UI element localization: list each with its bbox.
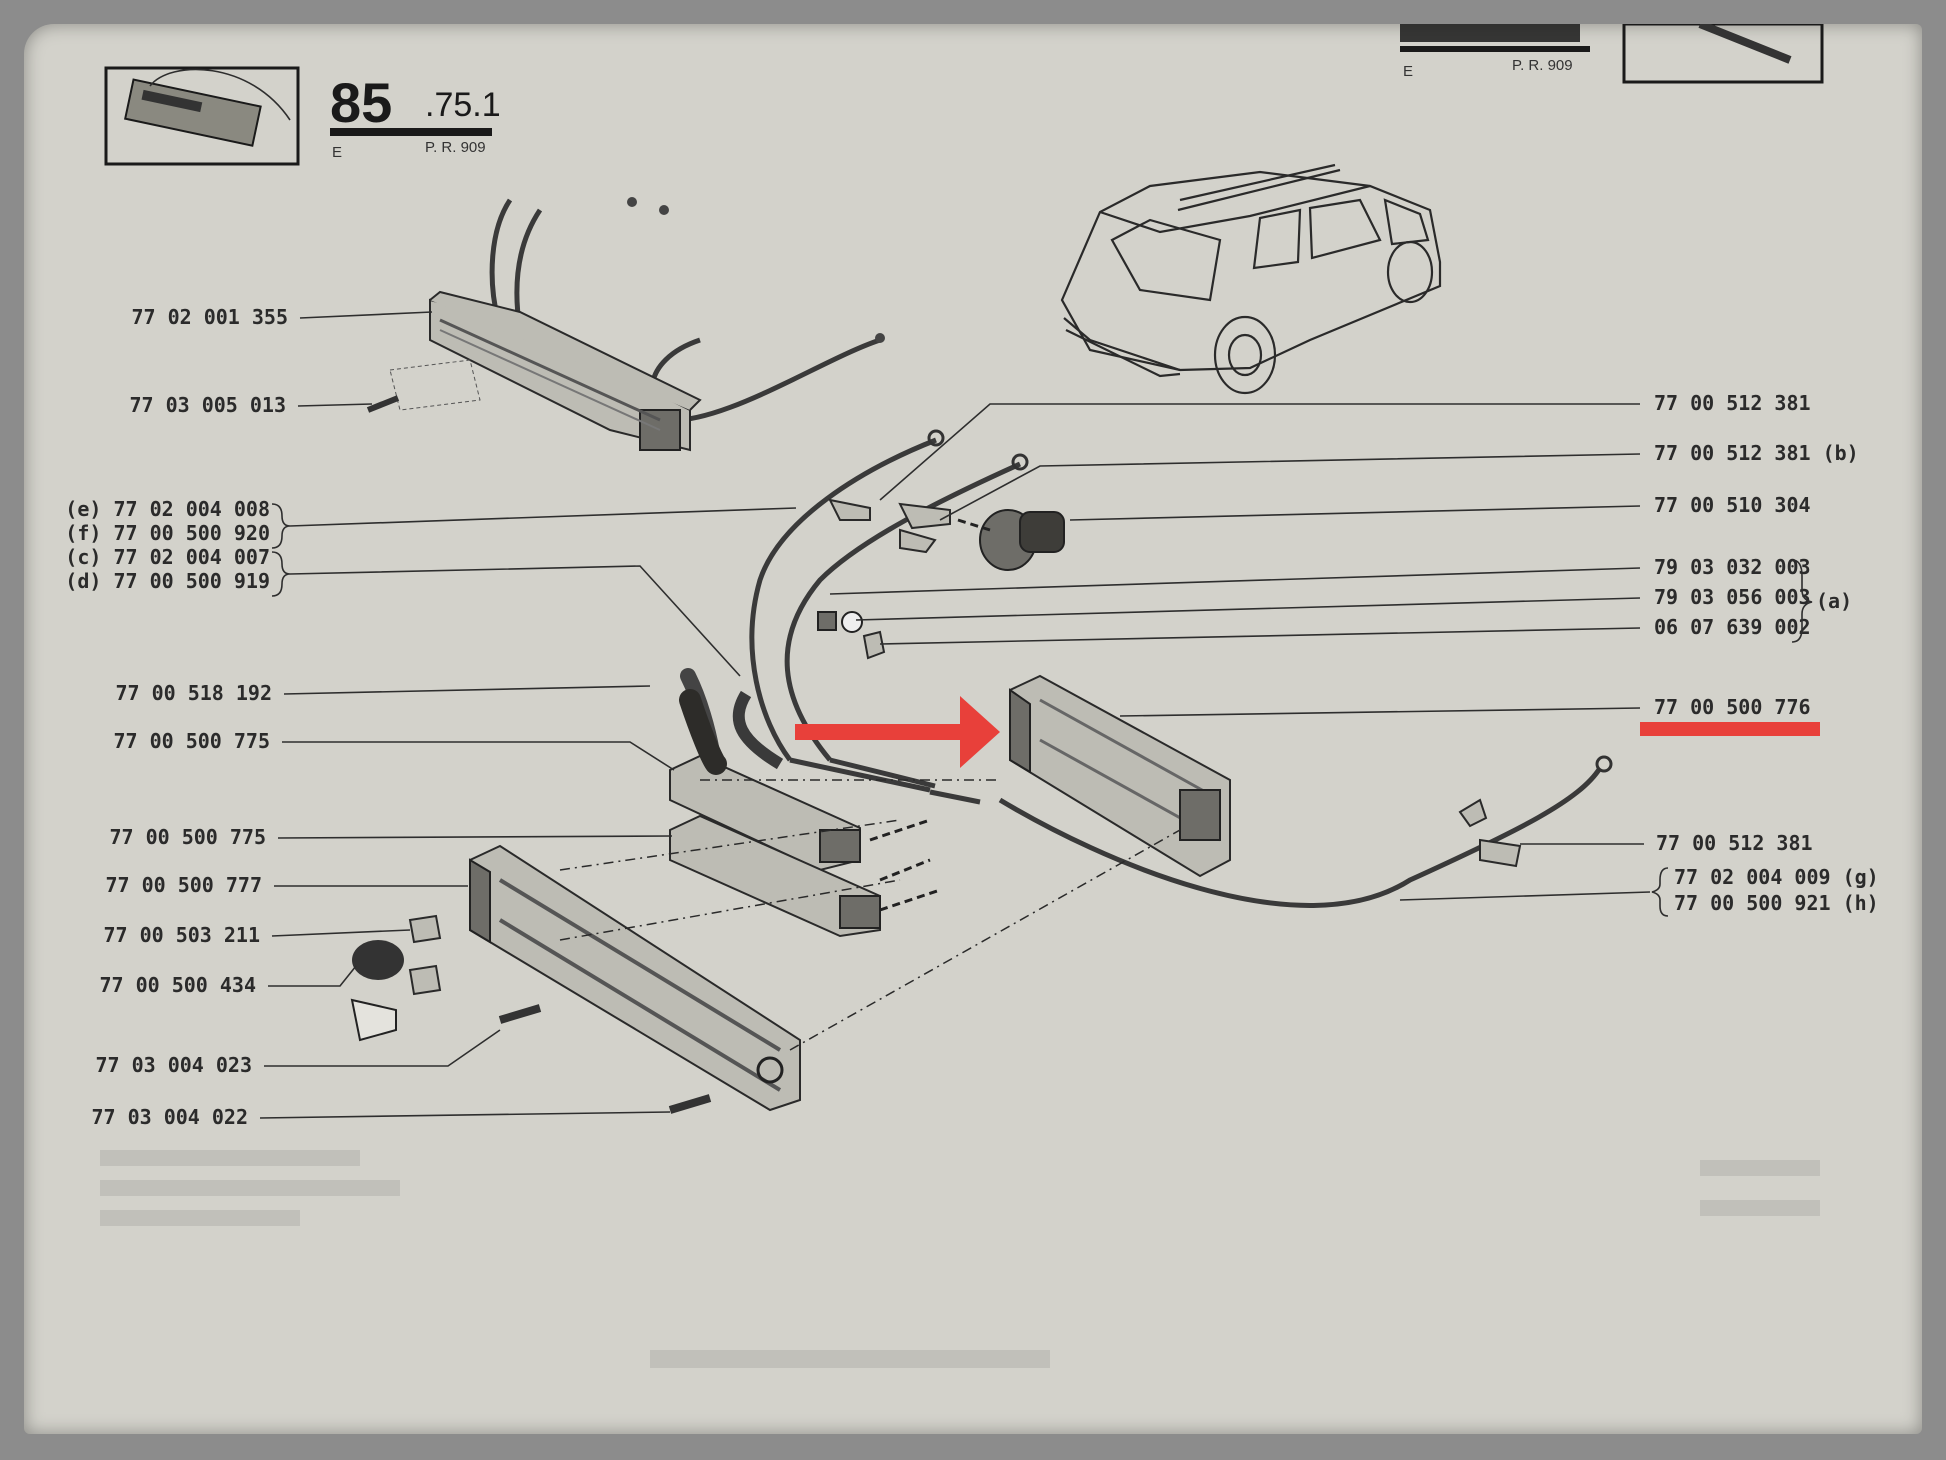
highlight-annotation bbox=[795, 696, 1820, 768]
left-labels: 77 02 001 355 77 03 005 013 (e) 77 02 00… bbox=[65, 305, 797, 1129]
bracket-gh bbox=[1651, 867, 1669, 917]
label-7700518192: 77 00 518 192 bbox=[115, 681, 272, 705]
label-7700512381-bottom: 77 00 512 381 bbox=[1656, 831, 1813, 855]
label-d-7700500919: (d) 77 00 500 919 bbox=[65, 569, 270, 593]
bleed-through bbox=[100, 1150, 1820, 1368]
label-f-7700500920: (f) 77 00 500 920 bbox=[65, 521, 270, 545]
label-7700510304: 77 00 510 304 bbox=[1654, 493, 1811, 517]
label-7700500775-b: 77 00 500 775 bbox=[109, 825, 266, 849]
label-g-7702004009: 77 02 004 009 (g) bbox=[1674, 865, 1879, 889]
label-7700500434: 77 00 500 434 bbox=[99, 973, 256, 997]
label-e-7702004008: (e) 77 02 004 008 bbox=[65, 497, 270, 521]
control-assembly-top bbox=[366, 197, 885, 452]
cables-middle bbox=[680, 429, 1613, 908]
slider-parts bbox=[350, 689, 1181, 1114]
label-7703004023: 77 03 004 023 bbox=[95, 1053, 252, 1077]
right-thumbnail-frame bbox=[1622, 24, 1824, 84]
bracket-ef bbox=[271, 503, 291, 549]
highlight-arrow-head bbox=[960, 696, 1000, 768]
thumbnail-frame bbox=[104, 66, 300, 166]
header-right: E P. R. 909 bbox=[1400, 24, 1824, 84]
parts-diagram: 85 .75.1 E P. R. 909 E P. R. 909 bbox=[65, 24, 1879, 1368]
label-7903056003: 79 03 056 003 bbox=[1654, 585, 1811, 609]
label-0607639002: 06 07 639 002 bbox=[1654, 615, 1811, 639]
label-7702001355: 77 02 001 355 bbox=[131, 305, 288, 329]
title-rule bbox=[330, 128, 492, 136]
car-illustration bbox=[1060, 163, 1442, 395]
label-c-7702004007: (c) 77 02 004 007 bbox=[65, 545, 270, 569]
right-ref-code: P. R. 909 bbox=[1512, 57, 1573, 74]
label-7703005013: 77 03 005 013 bbox=[129, 393, 286, 417]
highlight-underline bbox=[1640, 722, 1820, 736]
header-left: 85 .75.1 E P. R. 909 bbox=[104, 66, 501, 166]
highlight-arrow-shaft bbox=[795, 724, 970, 740]
label-7700512381-b: 77 00 512 381 (b) bbox=[1654, 441, 1859, 465]
part-500776-illustration bbox=[1009, 674, 1231, 878]
label-7700500776: 77 00 500 776 bbox=[1654, 695, 1811, 719]
label-7700503211: 77 00 503 211 bbox=[103, 923, 260, 947]
bracket-a bbox=[1791, 559, 1813, 643]
label-7703004022: 77 03 004 022 bbox=[91, 1105, 248, 1129]
left-code: E bbox=[332, 144, 342, 161]
label-7903032003: 79 03 032 003 bbox=[1654, 555, 1811, 579]
right-left-code: E bbox=[1403, 63, 1413, 80]
thumbnail-icon bbox=[124, 68, 291, 147]
bracket-cd bbox=[271, 551, 291, 597]
section-subnumber: .75.1 bbox=[425, 86, 501, 124]
catalog-page: 85 .75.1 E P. R. 909 E P. R. 909 bbox=[24, 24, 1922, 1434]
label-h-7700500921: 77 00 500 921 (h) bbox=[1674, 891, 1879, 915]
label-7700500775-a: 77 00 500 775 bbox=[113, 729, 270, 753]
right-labels: 77 00 512 381 77 00 512 381 (b) 77 00 51… bbox=[829, 391, 1879, 917]
group-a-label: (a) bbox=[1816, 589, 1852, 613]
section-number: 85 bbox=[330, 71, 392, 134]
ref-code: P. R. 909 bbox=[425, 139, 486, 156]
label-7700512381-top: 77 00 512 381 bbox=[1654, 391, 1811, 415]
label-7700500777: 77 00 500 777 bbox=[105, 873, 262, 897]
